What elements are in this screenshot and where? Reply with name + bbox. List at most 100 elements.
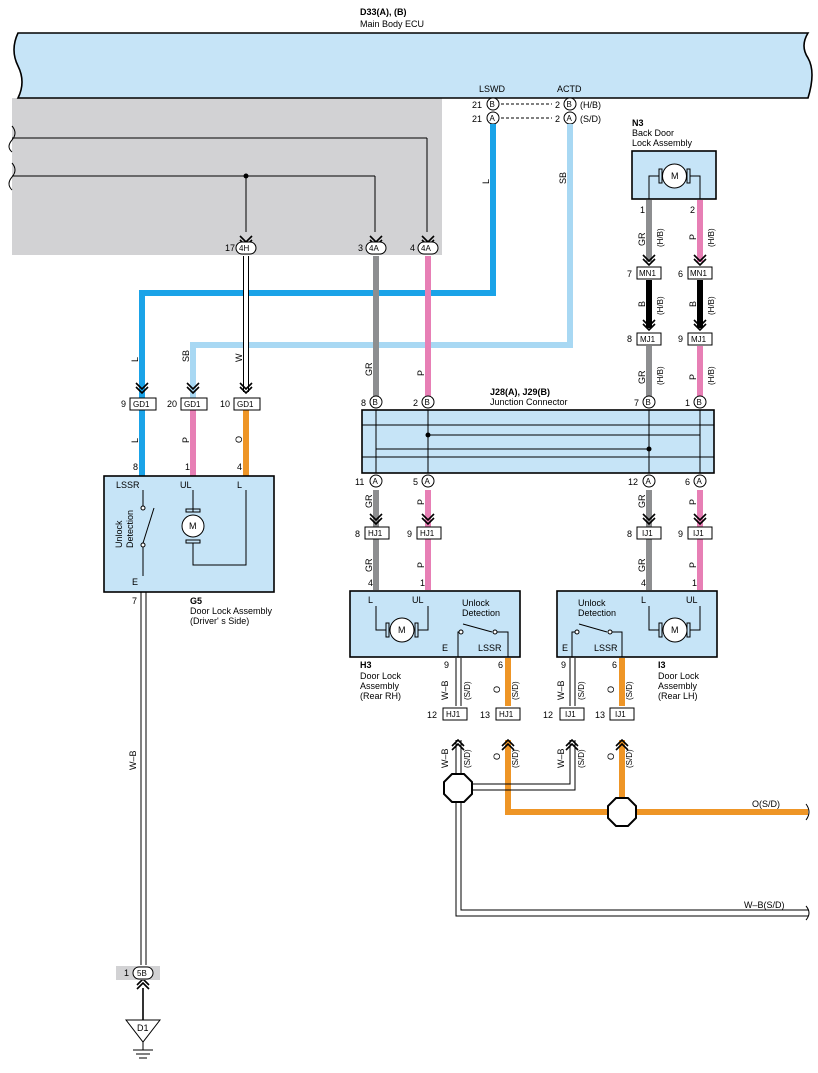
pin-letter-b-lswd: B xyxy=(490,100,495,109)
conn-ij1-9-label: IJ1 xyxy=(693,529,704,538)
n3-line2: Lock Assembly xyxy=(632,138,693,148)
wire-label-wb-sd-out: W–B(S/D) xyxy=(744,900,785,910)
wire-label-hb-mj1b: (H/B) xyxy=(707,366,716,385)
h3-pin9: 9 xyxy=(444,660,449,670)
conn-hj1-8-label: HJ1 xyxy=(368,529,383,538)
conn-4h xyxy=(235,241,257,255)
conn-ij1-12 xyxy=(559,707,585,721)
ground-triangle xyxy=(124,1019,162,1043)
pin-mj8: 8 xyxy=(627,334,632,344)
pin-circle-ja5 xyxy=(421,474,435,488)
pin-jb8: 8 xyxy=(361,398,366,408)
h3-l: L xyxy=(368,595,373,605)
wire-label-w-gd: W xyxy=(234,353,244,362)
pin-hj9: 9 xyxy=(407,529,412,539)
g5-e: E xyxy=(132,577,138,587)
break-line-1 xyxy=(8,125,16,153)
wire-label-l-gd: L xyxy=(130,357,140,362)
pin-ij8: 8 xyxy=(627,529,632,539)
ecu-id: D33(A), (B) xyxy=(360,7,407,17)
wire-label-gr-ja12: GR xyxy=(637,494,647,508)
g5-pin8: 8 xyxy=(133,462,138,472)
pin-2b: 2 xyxy=(555,100,560,110)
n3-id: N3 xyxy=(632,118,644,128)
pin-letter-ja5: A xyxy=(425,477,431,486)
wire-label-p-n3: P xyxy=(688,234,698,240)
n3-motor-label: M xyxy=(671,171,679,181)
wire-label-b-mn1b: B xyxy=(688,301,698,307)
wire-label-o-h3b: O xyxy=(492,753,502,760)
pin-circle-ja6 xyxy=(693,474,707,488)
pin-letter-jb2: B xyxy=(425,398,430,407)
conn-4a-4-label: 4A xyxy=(421,244,431,253)
conn-gd1-20 xyxy=(180,397,208,411)
pin-mn6: 6 xyxy=(678,269,683,279)
g5-lssr: LSSR xyxy=(116,480,140,490)
wire-label-sd-i3d: (S/D) xyxy=(625,749,634,768)
wire-label-hb-n3b: (H/B) xyxy=(707,228,716,247)
i3-pin1: 1 xyxy=(692,578,697,588)
actd-label: ACTD xyxy=(557,84,582,94)
conn-5b-label: 5B xyxy=(137,969,147,978)
ecu-name: Main Body ECU xyxy=(360,19,424,29)
i3-pin4: 4 xyxy=(641,578,646,588)
pin-letter-ja12: A xyxy=(646,477,652,486)
wire-label-wb-h3a: W–B xyxy=(440,680,450,700)
g5-unlock: Unlock xyxy=(114,520,124,548)
g5-pin4: 4 xyxy=(237,462,242,472)
i3-line1: Door Lock xyxy=(658,671,700,681)
splice-o xyxy=(607,797,637,827)
wire-label-o-g5: O xyxy=(234,436,244,443)
pin-letter-jb1: B xyxy=(697,398,702,407)
lswd-label: LSWD xyxy=(479,84,506,94)
pin-letter-jb8: B xyxy=(373,398,378,407)
wire-sb xyxy=(190,124,573,398)
pin-jb2: 2 xyxy=(413,398,418,408)
h3-e: E xyxy=(442,643,448,653)
conn-gd1-9-label: GD1 xyxy=(133,400,150,409)
i3-id: I3 xyxy=(658,660,666,670)
conn-4a-3-label: 4A xyxy=(369,244,379,253)
wire-label-l-ecu: L xyxy=(481,179,491,184)
conn-mn1-7 xyxy=(636,266,662,280)
h3-line2: Assembly xyxy=(360,681,400,691)
wire-label-o-sd-out: O(S/D) xyxy=(752,799,780,809)
wire-label-sd-h3c: (S/D) xyxy=(463,749,472,768)
conn-ij1-12-label: IJ1 xyxy=(565,710,576,719)
n3-motor xyxy=(648,163,701,199)
wire-label-sd-h3a: (S/D) xyxy=(463,681,472,700)
wire-label-hb-mn1a: (H/B) xyxy=(656,296,665,315)
pin-gd20: 20 xyxy=(167,399,177,409)
pin-sd: (S/D) xyxy=(580,114,601,124)
g5-line1: Door Lock Assembly xyxy=(190,606,273,616)
pin-21b: 21 xyxy=(472,100,482,110)
pin-hb: (H/B) xyxy=(580,100,601,110)
conn-mj1-9 xyxy=(687,332,713,346)
conn-4h-label: 4H xyxy=(239,244,249,253)
pin-ij13: 13 xyxy=(595,710,605,720)
wire-label-hb-mn1b: (H/B) xyxy=(707,296,716,315)
pin-circle-jb7 xyxy=(642,395,656,409)
i3-e: E xyxy=(562,643,568,653)
g5-detection: Detection xyxy=(125,510,135,548)
h3-pin6: 6 xyxy=(498,660,503,670)
h3-box xyxy=(349,590,521,658)
wire-label-p-ja6: P xyxy=(688,499,698,505)
wire-label-p-ja5: P xyxy=(416,499,426,505)
pin-17: 17 xyxy=(225,243,235,253)
wire-label-hb-mj1a: (H/B) xyxy=(656,366,665,385)
pin-mj9: 9 xyxy=(678,334,683,344)
g5-motor xyxy=(181,490,247,566)
i3-motor-label: M xyxy=(671,625,679,635)
conn-gd1-20-label: GD1 xyxy=(184,400,201,409)
pin-hj12: 12 xyxy=(427,710,437,720)
conn-gd1-10-label: GD1 xyxy=(237,400,254,409)
pin-ij9: 9 xyxy=(678,529,683,539)
pin-letter-ja6: A xyxy=(697,477,703,486)
wire-label-wb-i3b: W–B xyxy=(556,748,566,768)
wire-label-p-g5: P xyxy=(181,437,191,443)
g5-id: G5 xyxy=(190,596,202,606)
wire-label-o-h3a: O xyxy=(492,686,502,693)
g5-pin1: 1 xyxy=(185,462,190,472)
pin-jb7: 7 xyxy=(634,398,639,408)
